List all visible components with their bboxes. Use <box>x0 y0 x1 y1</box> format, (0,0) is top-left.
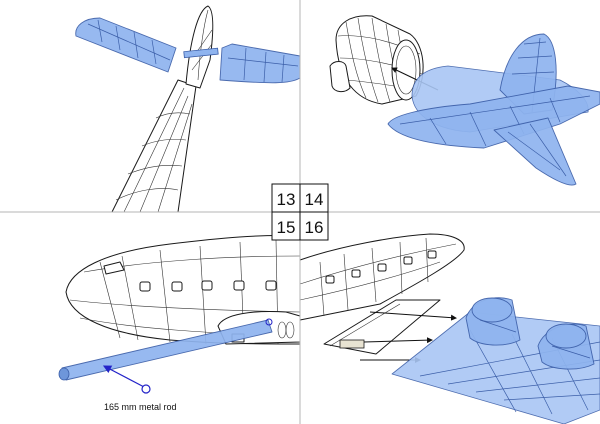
left-stabilizer <box>75 17 177 73</box>
panel-step-14 <box>329 15 600 186</box>
right-stabilizer <box>219 43 301 84</box>
step-number-16: 16 <box>305 218 324 237</box>
step-number-14: 14 <box>305 190 324 209</box>
fuselage-side <box>299 233 465 321</box>
panel-step-16 <box>299 233 600 424</box>
step-number-13: 13 <box>277 190 296 209</box>
panel-step-13 <box>75 5 301 213</box>
vertical-fin <box>185 5 214 89</box>
step-number-15: 15 <box>277 218 296 237</box>
rod-callout-label: 165 mm metal rod <box>104 402 177 412</box>
panel-step-15: 165 mm metal rod <box>58 234 301 412</box>
tail-rod <box>183 47 219 59</box>
horizontal-stabilizer <box>387 85 600 149</box>
step-number-grid: 13 14 15 16 <box>271 183 329 241</box>
